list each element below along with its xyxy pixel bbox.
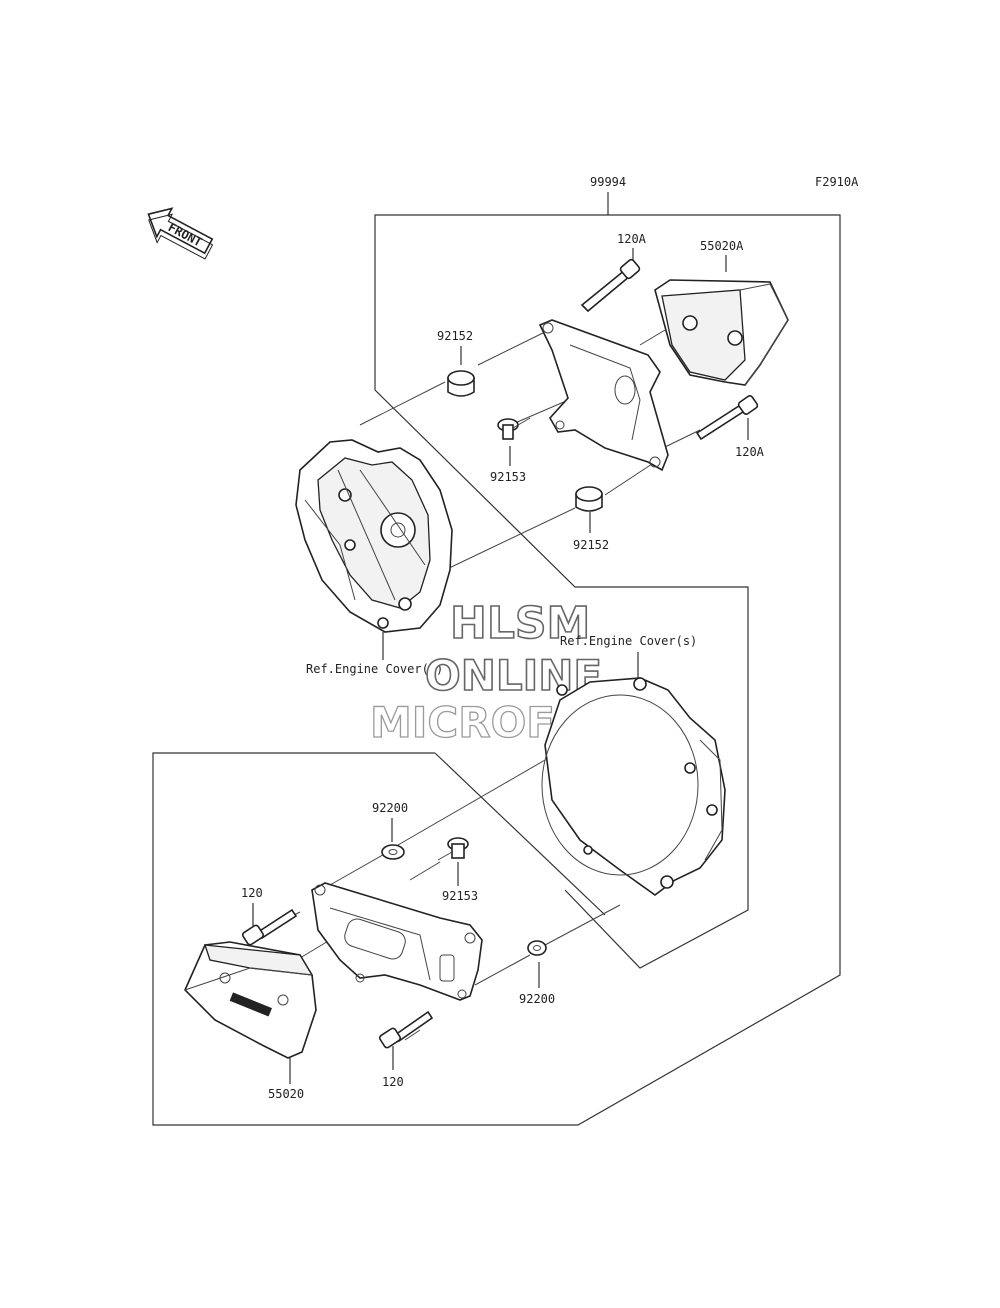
slider-55020a [654, 279, 789, 386]
ref-engine-cover-left-label: Ref.Engine Cover(s) [306, 662, 443, 676]
screw-92153-lower [437, 837, 469, 861]
collar-92152-left [447, 370, 475, 397]
ref-engine-cover-right-label: Ref.Engine Cover(s) [560, 634, 697, 648]
upper-engine-cover [295, 439, 453, 633]
screw-92153-upper [497, 417, 531, 440]
lower-bracket-plate [311, 882, 483, 1001]
collar-92152-right-label: 92152 [573, 538, 609, 552]
lower-group-bracket-line [434, 752, 606, 916]
upper-group-bracket-line [374, 389, 749, 969]
assembly-bracket-line [152, 214, 841, 1126]
collar-92152-right [575, 486, 603, 512]
washer-92200-top [381, 844, 405, 860]
collar-92152-left-label: 92152 [437, 329, 473, 343]
bolt-120-bottom-label: 120 [382, 1075, 404, 1089]
figure-code: F2910A [815, 175, 859, 189]
slider-55020a-label: 55020A [700, 239, 744, 253]
bolt-120a-top [580, 258, 641, 313]
screw-92153-lower-label: 92153 [442, 889, 478, 903]
lower-engine-cover [541, 677, 726, 896]
washer-92200-bottom [527, 940, 547, 956]
slider-55020 [184, 941, 317, 1059]
front-arrow-icon: FRONT [147, 207, 214, 260]
upper-bracket-plate [538, 319, 669, 472]
assembly-number-label: 99994 [590, 175, 626, 189]
washer-92200-bottom-label: 92200 [519, 992, 555, 1006]
bolt-120-top-label: 120 [241, 886, 263, 900]
bolt-120a-right-label: 120A [735, 445, 765, 459]
bolt-120-top [241, 908, 298, 946]
watermark-line1: HLSM [450, 598, 590, 649]
kawasaki-logo-icon [229, 992, 272, 1017]
bolt-120a-right [695, 395, 759, 441]
bolt-120a-top-label: 120A [617, 232, 647, 246]
bolt-120-bottom [378, 1010, 434, 1049]
washer-92200-top-label: 92200 [372, 801, 408, 815]
slider-55020-label: 55020 [268, 1087, 304, 1101]
screw-92153-upper-label: 92153 [490, 470, 526, 484]
watermark-line2: ONLINE [425, 651, 602, 700]
